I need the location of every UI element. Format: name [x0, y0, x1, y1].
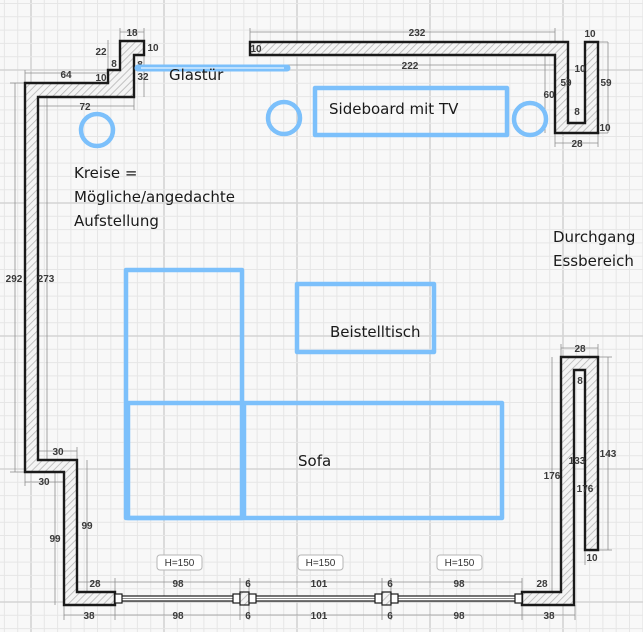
dim-label: 6 [245, 579, 251, 590]
legend-text-line-3: Aufstellung [74, 212, 159, 230]
dim-label: 98 [172, 579, 184, 590]
dim-label: 6 [387, 611, 393, 622]
dim-label: 10 [250, 44, 262, 55]
passage-label-line-2: Essbereich [553, 252, 634, 270]
placement-circle-right [511, 100, 549, 138]
dim-label: 98 [172, 611, 184, 622]
dim-label: 98 [453, 611, 465, 622]
glass-door-label: Glastür [169, 66, 224, 84]
dim-label: 59 [560, 78, 572, 89]
dimension-lines [10, 28, 612, 620]
dim-label: 99 [49, 534, 61, 545]
dim-label: 30 [38, 477, 50, 488]
dim-label: 64 [60, 70, 72, 81]
wall-top [248, 40, 600, 135]
sofa-main [125, 400, 505, 521]
dim-label: 98 [453, 579, 465, 590]
dim-label: 176 [577, 484, 594, 495]
window-pier-1 [239, 591, 250, 606]
window-pier-2 [381, 591, 392, 606]
dim-label: 32 [137, 72, 149, 83]
dim-label: 10 [599, 123, 611, 134]
sofa-chaise [123, 267, 245, 521]
dim-label: 30 [52, 447, 64, 458]
dim-label: 10 [95, 73, 107, 84]
side-table [294, 281, 437, 355]
placement-circle-middle [265, 99, 303, 137]
sideboard [312, 85, 510, 138]
dim-label: 273 [38, 274, 55, 285]
walls [23, 39, 600, 607]
dim-label: 8 [577, 376, 583, 387]
dim-label: 8 [111, 59, 117, 70]
window-height-labels: H=150 H=150 H=150 [156, 554, 483, 571]
dim-label: 222 [402, 61, 419, 72]
wall-left [23, 39, 146, 607]
legend-text-line-1: Kreise = [74, 164, 137, 182]
dim-label: 22 [95, 47, 107, 58]
dim-label: 10 [574, 64, 586, 75]
window-height-1: H=150 [165, 558, 195, 569]
dim-label: 99 [81, 521, 93, 532]
side-table-label: Beistelltisch [330, 323, 421, 341]
dim-label: 143 [600, 449, 617, 460]
dim-label: 8 [574, 107, 580, 118]
placement-circle-left [78, 111, 116, 149]
legend-text-line-2: Mögliche/angedachte [74, 188, 235, 206]
sideboard-label: Sideboard mit TV [329, 100, 459, 118]
dim-label: 60 [543, 90, 555, 101]
dim-label: 176 [544, 471, 561, 482]
dim-label: 6 [387, 579, 393, 590]
dim-label: 38 [543, 611, 555, 622]
dim-label: 28 [571, 139, 583, 150]
dim-label: 18 [126, 28, 138, 39]
dim-label: 101 [311, 611, 328, 622]
dim-label: 232 [409, 28, 426, 39]
furniture [78, 64, 549, 521]
dim-label: 10 [147, 43, 159, 54]
dim-label: 10 [584, 29, 596, 40]
dim-label: 28 [574, 344, 586, 355]
dim-label: 101 [311, 579, 328, 590]
wall-right [520, 355, 600, 607]
window-height-2: H=150 [306, 558, 336, 569]
window-height-3: H=150 [445, 558, 475, 569]
dim-label: 10 [586, 553, 598, 564]
dim-label: 72 [79, 102, 91, 113]
passage-label-line-1: Durchgang [553, 228, 635, 246]
dim-label: 133 [569, 456, 586, 467]
dim-label: 292 [6, 274, 23, 285]
windows [114, 591, 523, 606]
room-labels: Glastür Sideboard mit TV Kreise = Möglic… [74, 66, 635, 470]
dim-label: 28 [536, 579, 548, 590]
dim-label: 38 [83, 611, 95, 622]
dim-label: 28 [89, 579, 101, 590]
dim-label: 59 [600, 78, 612, 89]
sofa-label: Sofa [298, 452, 331, 470]
dim-label: 6 [245, 611, 251, 622]
